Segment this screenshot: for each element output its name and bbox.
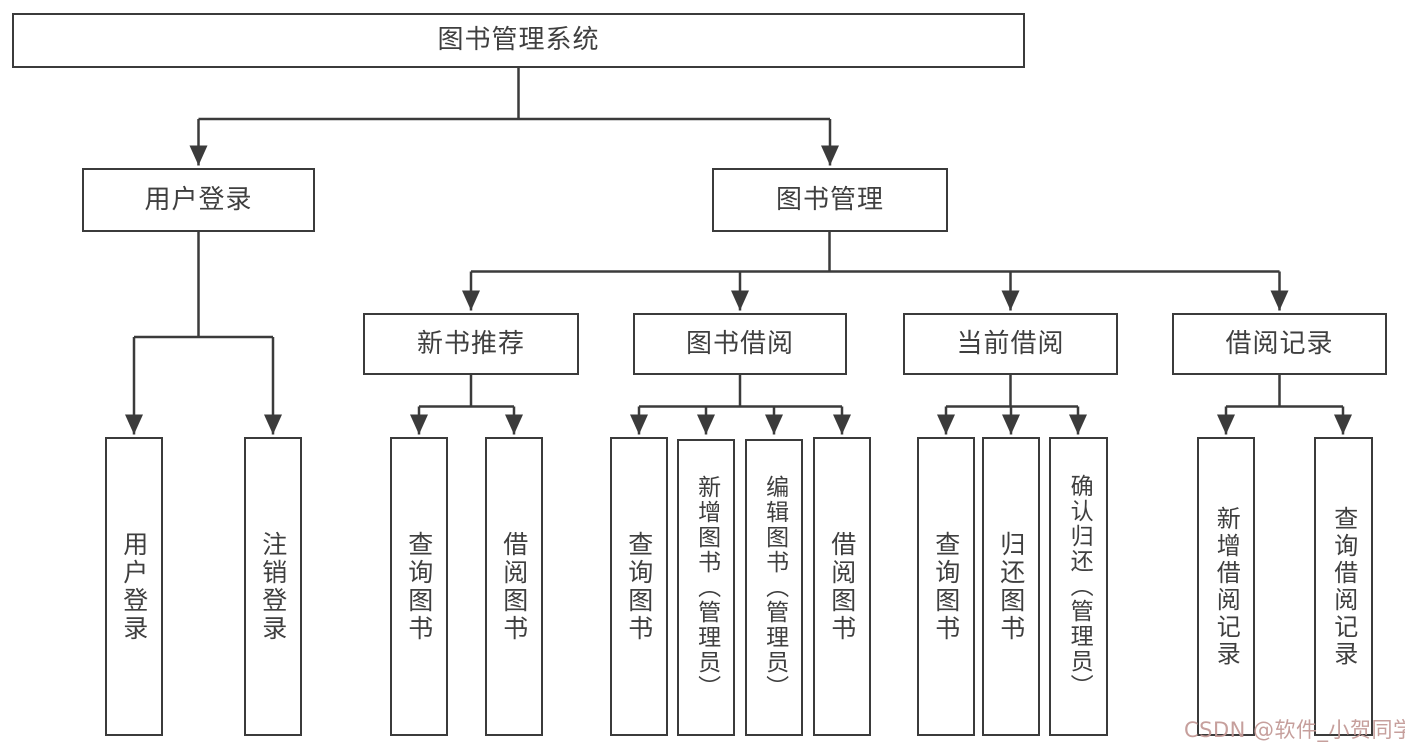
- leaf-add-borrow-record: 新增借阅记录: [1197, 437, 1255, 736]
- node-current-borrow: 当前借阅: [903, 313, 1118, 375]
- leaf-query-borrow-record: 查询借阅记录: [1314, 437, 1373, 736]
- leaf-query-book-1: 查询图书: [390, 437, 448, 736]
- leaf-confirm-return-admin: 确认归还（管理员）: [1049, 437, 1108, 736]
- leaf-borrow-book-1: 借阅图书: [485, 437, 543, 736]
- leaf-user-login: 用户登录: [105, 437, 163, 736]
- node-borrow-record: 借阅记录: [1172, 313, 1387, 375]
- node-book-management: 图书管理: [712, 168, 948, 232]
- node-new-book-recommend: 新书推荐: [363, 313, 579, 375]
- leaf-borrow-book-2: 借阅图书: [813, 437, 871, 736]
- node-user-login: 用户登录: [82, 168, 315, 232]
- leaf-logout: 注销登录: [244, 437, 302, 736]
- node-root-system: 图书管理系统: [12, 13, 1025, 68]
- leaf-query-book-3: 查询图书: [917, 437, 975, 736]
- leaf-add-book-admin: 新增图书（管理员）: [677, 439, 735, 736]
- leaf-edit-book-admin: 编辑图书（管理员）: [745, 439, 803, 736]
- watermark: CSDN @软件_小贺同学: [1184, 718, 1405, 742]
- node-book-borrow: 图书借阅: [633, 313, 847, 375]
- leaf-query-book-2: 查询图书: [610, 437, 668, 736]
- leaf-return-book: 归还图书: [982, 437, 1040, 736]
